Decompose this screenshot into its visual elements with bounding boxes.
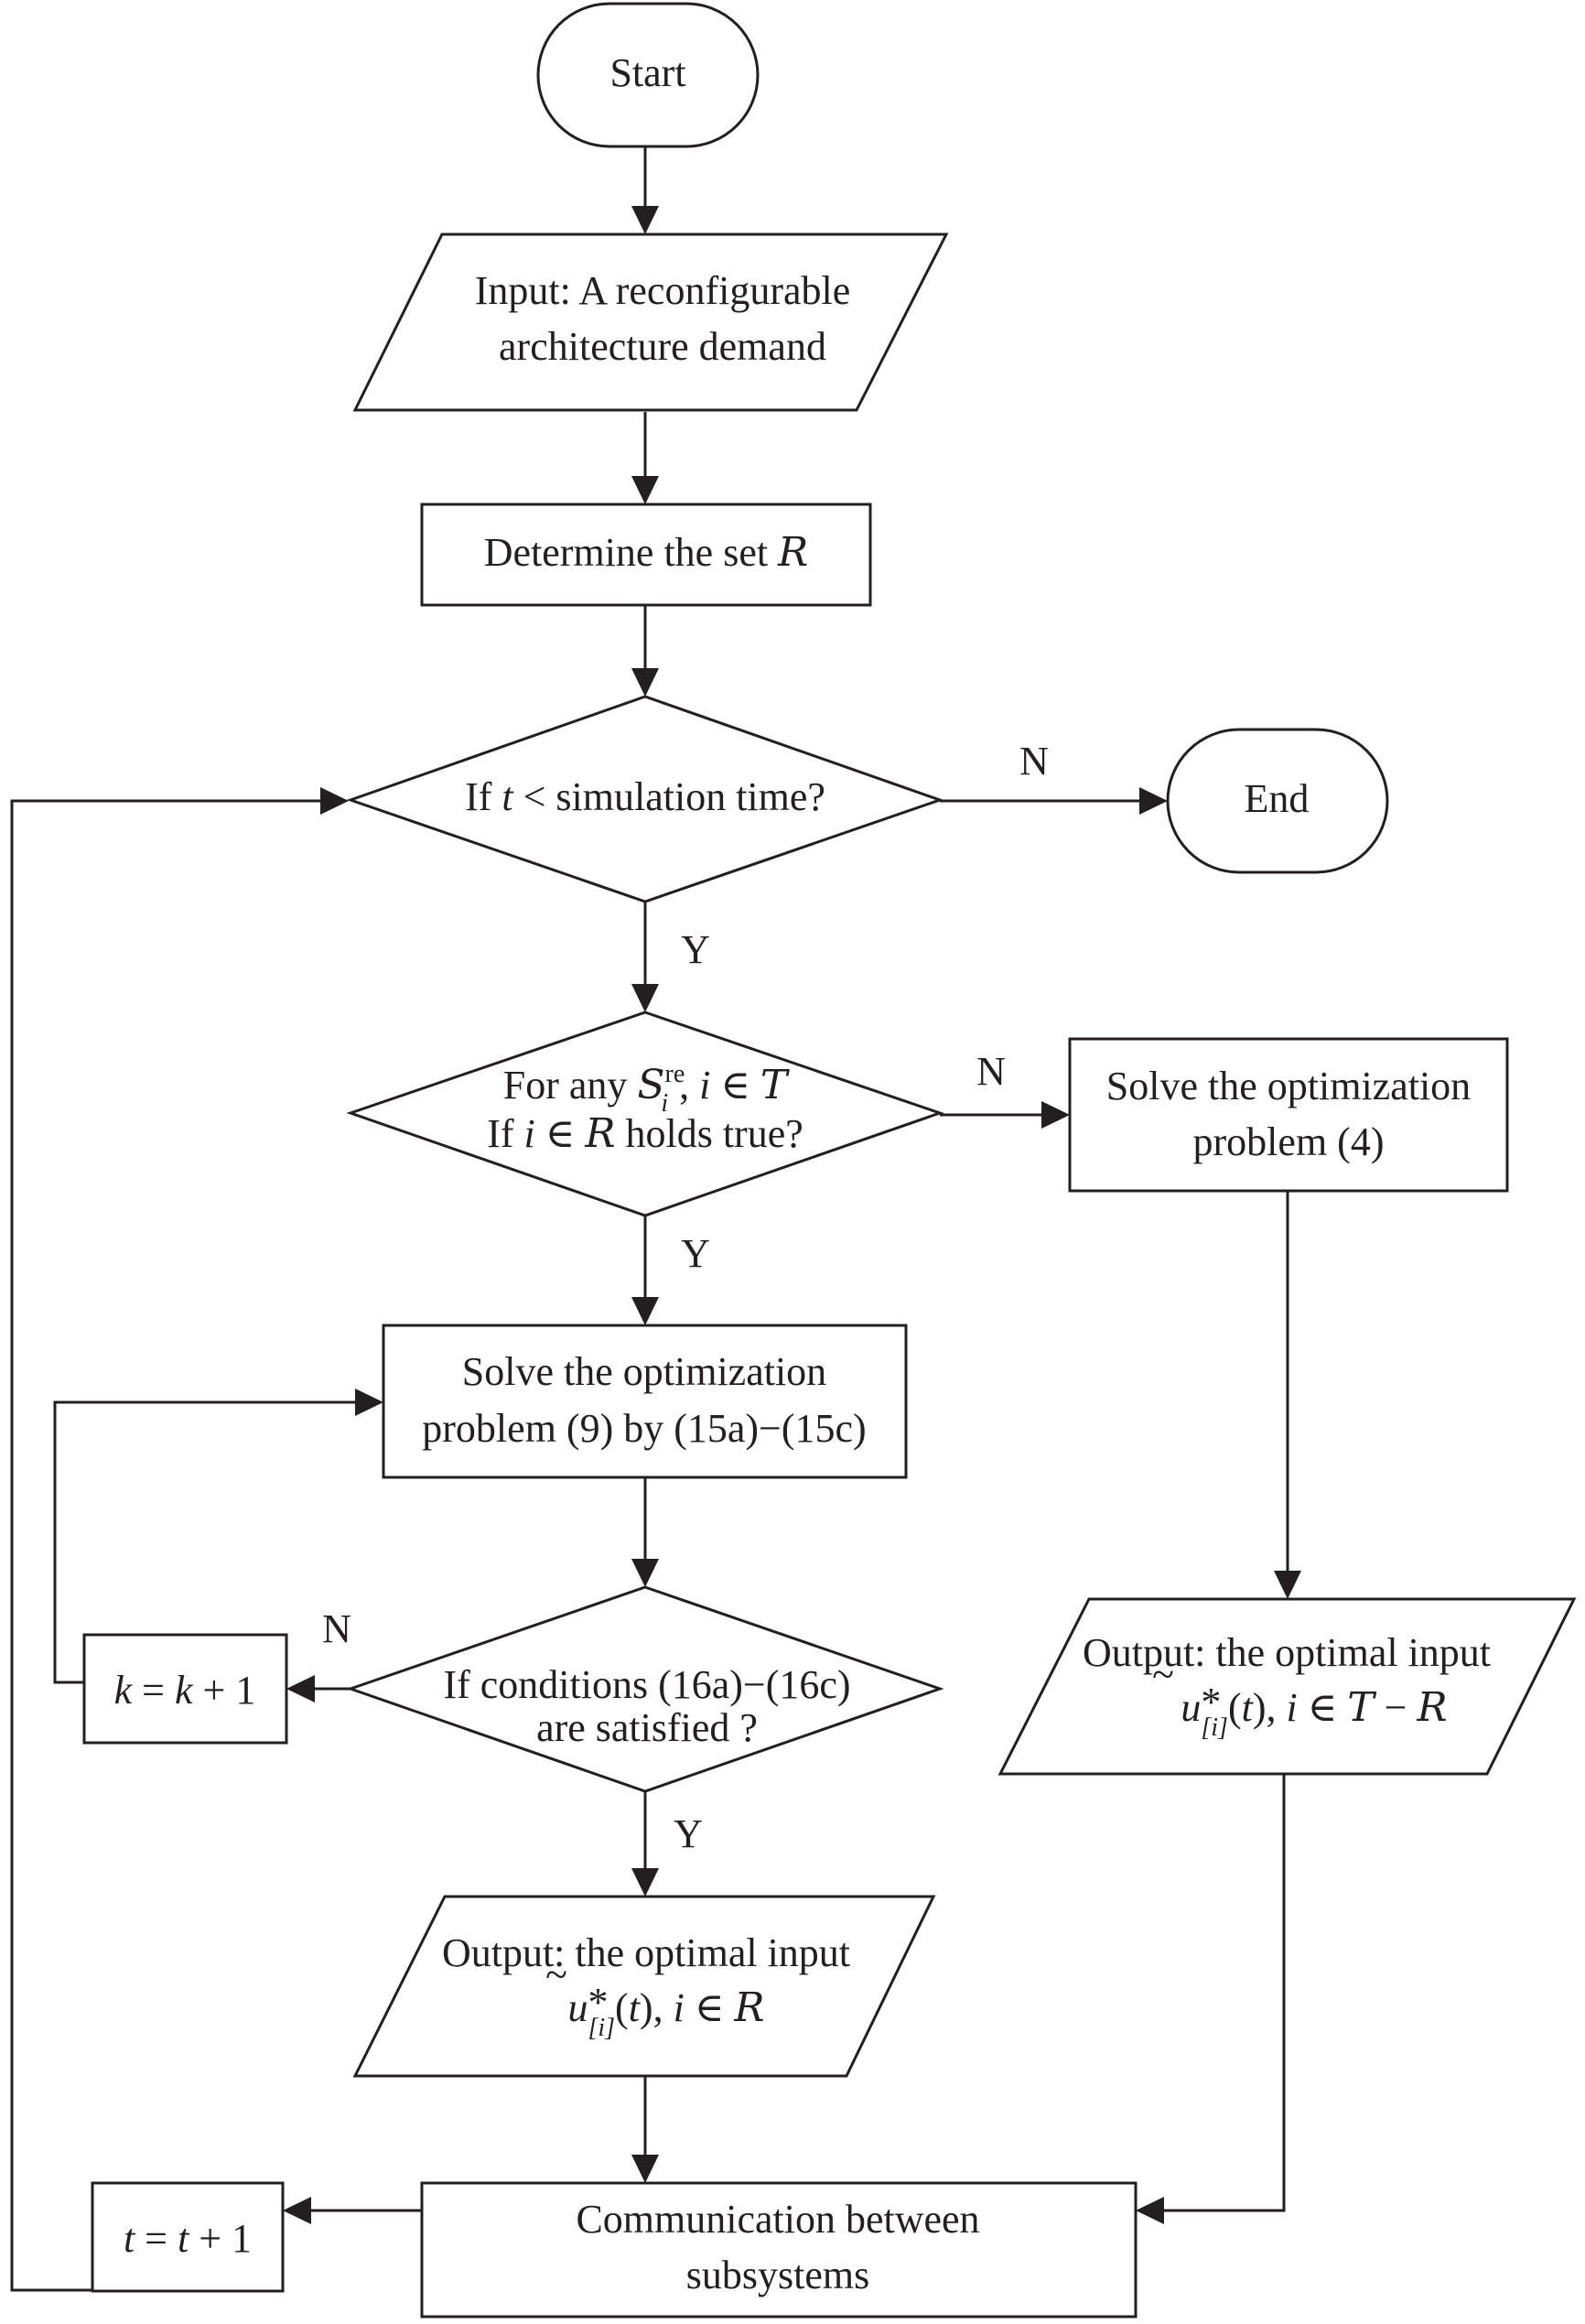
arrowhead [631, 206, 659, 234]
end-node: End [1166, 728, 1389, 874]
output-TR-line-1: Output: the optimal input [1083, 1630, 1491, 1675]
output-R-line-2: u*[i](t), i ∈ R [567, 1980, 764, 2042]
determine-node: Determine the set R [420, 503, 872, 607]
cond-check-line-1: If conditions (16a)−(16c) [443, 1662, 850, 1707]
communication-line-1: Communication between [576, 2197, 979, 2242]
label-time-no: N [1019, 739, 1049, 784]
solve-problem-4-node: Solve the optimization problem (4) [1068, 1037, 1509, 1193]
label-cond-yes: Y [674, 1811, 703, 1856]
input-line-2: architecture demand [499, 324, 826, 369]
subsystem-check-line-2: If i ∈ R holds true? [487, 1110, 803, 1157]
arrowhead [631, 476, 659, 504]
label-subsystem-yes: Y [681, 1231, 710, 1276]
time-check-label: If t < simulation time? [465, 774, 825, 819]
conditions-check-node: If conditions (16a)−(16c) are satisfied … [346, 1585, 944, 1793]
solve4-line-2: problem (4) [1193, 1119, 1385, 1164]
determine-label: Determine the set R [484, 529, 808, 576]
arrowhead [1274, 1571, 1301, 1599]
output-T-minus-R-node: Output: the optimal input u*[i](t), i ∈ … [997, 1597, 1577, 1776]
t-update-label: t = t + 1 [124, 2216, 252, 2261]
k-update-label: k = k + 1 [114, 1668, 256, 1713]
cond-check-line-2: are satisfied ? [536, 1705, 758, 1750]
arrowhead [631, 2155, 659, 2183]
end-label: End [1245, 776, 1310, 821]
start-node: Start [536, 2, 760, 148]
solve-problem-9-node: Solve the optimization problem (9) by (1… [382, 1324, 908, 1479]
tilde-accent: ~ [1152, 1652, 1174, 1697]
t-update-node: t = t + 1 [91, 2181, 285, 2293]
output-R-node: Output: the optimal input u*[i](t), i ∈ … [352, 1895, 936, 2078]
arrowhead [631, 984, 659, 1012]
arrowhead [1041, 1101, 1070, 1129]
arrowhead [631, 668, 659, 697]
label-time-yes: Y [681, 927, 710, 972]
arrowhead [286, 1675, 315, 1702]
label-cond-no: N [322, 1606, 351, 1651]
input-node: Input: A reconfigurable architecture dem… [352, 232, 949, 412]
edge-kupdate-solve9 [53, 1400, 355, 1684]
arrowhead [1136, 2197, 1164, 2224]
communication-line-2: subsystems [686, 2253, 869, 2297]
edge-tupdate-timecheck [10, 799, 320, 2292]
arrowhead [355, 1389, 383, 1416]
output-R-line-1: Output: the optimal input [442, 1930, 850, 1975]
edge-outputTR-communication [1164, 1774, 1286, 2212]
start-label: Start [609, 50, 685, 95]
input-line-1: Input: A reconfigurable [475, 268, 851, 313]
arrowhead [631, 1297, 659, 1325]
tilde-accent: ~ [545, 1952, 567, 1997]
label-subsystem-no: N [976, 1049, 1006, 1094]
solve9-line-1: Solve the optimization [462, 1349, 826, 1394]
solve9-line-2: problem (9) by (15a)−(15c) [422, 1406, 866, 1451]
edge-labels: N Y N Y N Y [322, 739, 1049, 1856]
solve4-line-1: Solve the optimization [1106, 1064, 1471, 1108]
set-R-symbol: R [777, 529, 808, 576]
arrowhead [1139, 787, 1168, 815]
arrowhead [283, 2197, 311, 2224]
edges [10, 146, 1301, 2292]
output-TR-line-2: u*[i](t), i ∈ T − R [1181, 1680, 1447, 1742]
k-update-node: k = k + 1 [82, 1633, 288, 1745]
arrowhead [631, 1868, 659, 1897]
arrowhead [631, 1559, 659, 1587]
communication-node: Communication between subsystems [420, 2181, 1138, 2319]
arrowhead [320, 787, 349, 815]
time-check-node: If t < simulation time? [346, 695, 944, 903]
